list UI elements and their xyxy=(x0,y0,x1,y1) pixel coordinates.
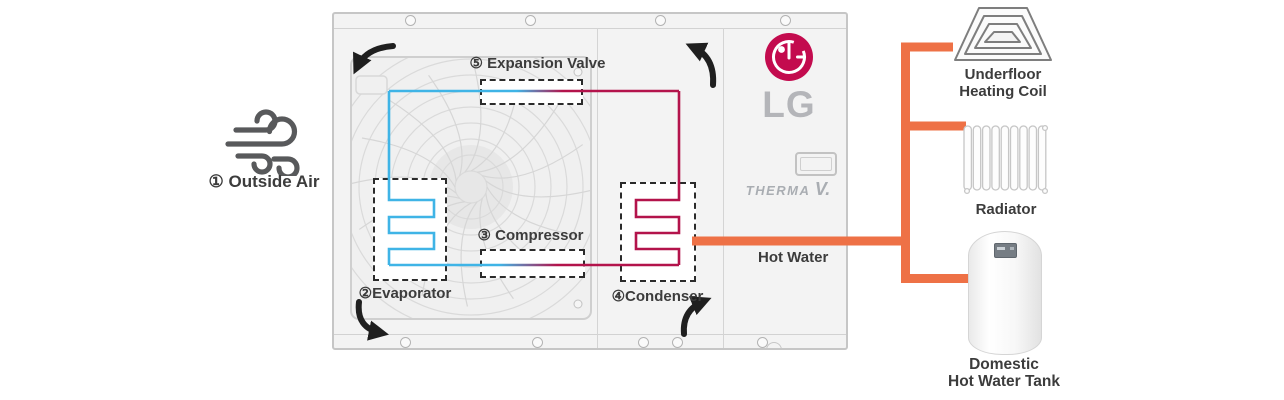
screw-icon xyxy=(400,337,411,348)
radiator-label: Radiator xyxy=(975,201,1037,218)
lg-logo-icon xyxy=(765,33,813,81)
outside-air-label: ① Outside Air xyxy=(208,172,320,191)
panel-seam xyxy=(597,28,598,348)
underfloor-label-line2: Heating Coil xyxy=(959,83,1047,100)
tank-label-line1: Domestic xyxy=(969,356,1039,373)
wind-icon xyxy=(225,109,300,176)
screw-icon xyxy=(780,15,791,26)
therma-v-text: V. xyxy=(814,179,831,199)
evaporator-box xyxy=(373,178,447,281)
compressor-box xyxy=(480,249,585,278)
radiator-icon xyxy=(963,124,1049,195)
condenser-label: ④Condenser xyxy=(611,288,704,305)
screw-icon xyxy=(532,337,543,348)
water-tank-icon xyxy=(968,231,1042,355)
control-display-screen xyxy=(800,157,832,171)
unit-bottom-strip xyxy=(334,334,846,348)
panel-seam xyxy=(723,28,724,348)
screw-icon xyxy=(405,15,416,26)
expansion-valve-box xyxy=(480,79,583,105)
tank-label: Domestic Hot Water Tank xyxy=(944,356,1064,390)
underfloor-label: Underfloor Heating Coil xyxy=(952,66,1054,100)
lg-wordmark: LG xyxy=(762,84,816,125)
therma-text: THERMA xyxy=(745,183,811,198)
compressor-label: ③ Compressor xyxy=(477,227,584,244)
evaporator-label: ②Evaporator xyxy=(358,285,452,302)
control-display xyxy=(795,152,837,176)
therma-v-logo: THERMA V. xyxy=(738,179,838,200)
unit-top-strip xyxy=(334,14,846,29)
expansion-valve-label: ⑤ Expansion Valve xyxy=(469,55,606,72)
underfloor-coil-icon xyxy=(954,7,1052,61)
tank-label-line2: Hot Water Tank xyxy=(948,373,1060,390)
screw-icon xyxy=(525,15,536,26)
screw-icon xyxy=(655,15,666,26)
screw-icon xyxy=(757,337,768,348)
condenser-box xyxy=(620,182,696,282)
screw-icon xyxy=(672,337,683,348)
tank-display xyxy=(994,243,1017,258)
underfloor-label-line1: Underfloor xyxy=(964,66,1042,83)
screw-icon xyxy=(638,337,649,348)
hot-water-label: Hot Water xyxy=(758,249,829,266)
